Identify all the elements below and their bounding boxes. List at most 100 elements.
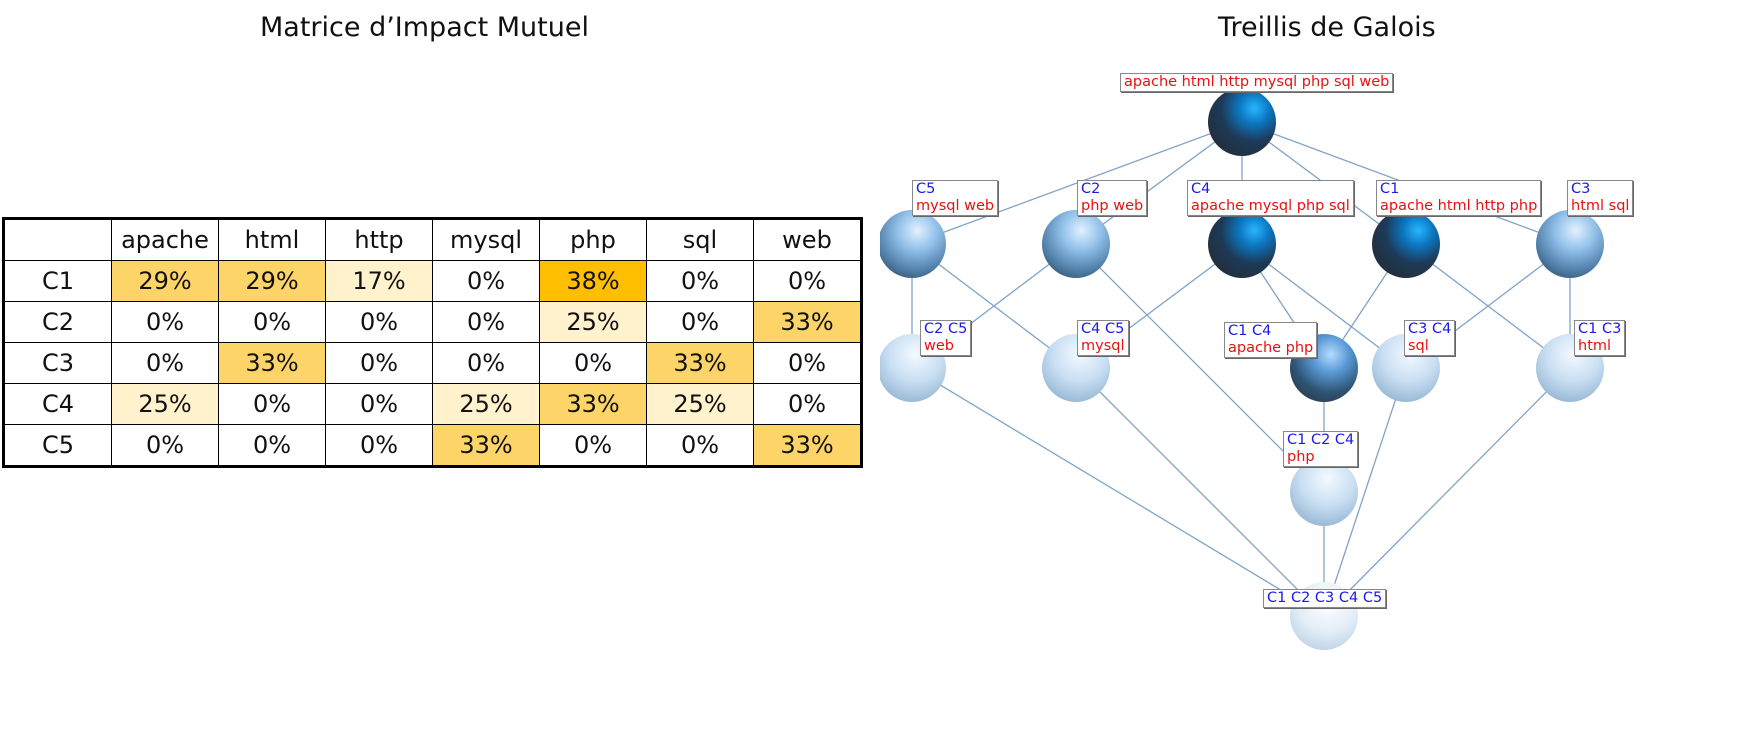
matrix-cell-c1-sql: 0%	[646, 260, 754, 302]
column-header-http: http	[325, 218, 433, 261]
matrix-cell-c2-http: 0%	[325, 301, 433, 343]
matrix-cell-c4-web: 0%	[753, 383, 862, 425]
matrix-cell-c1-http: 17%	[325, 260, 433, 302]
concept-intent: sql	[1408, 338, 1429, 354]
concept-node-c5[interactable]	[880, 210, 946, 278]
matrix-cell-c3-sql: 33%	[646, 342, 754, 384]
matrix-cell-c3-apache: 0%	[111, 342, 219, 384]
concept-extent: C1 C2 C3 C4 C5	[1267, 590, 1383, 606]
matrix-cell-c3-html: 33%	[218, 342, 326, 384]
edge-top-c2	[1075, 121, 1243, 245]
column-header-apache: apache	[111, 218, 219, 261]
matrix-cell-c5-php: 0%	[539, 424, 647, 467]
concept-extent: C5	[916, 181, 936, 197]
matrix-cell-c4-apache: 25%	[111, 383, 219, 425]
concept-intent: apache php	[1228, 340, 1314, 356]
concept-label-bottom: C1 C2 C3 C4 C5	[1263, 589, 1387, 608]
concept-extent: C1 C4	[1228, 323, 1272, 339]
concept-intent: apache html http mysql php sql web	[1124, 74, 1390, 90]
matrix-title: Matrice d’Impact Mutuel	[260, 12, 589, 43]
row-header-c3: C3	[3, 342, 112, 384]
edge-c1c3-bottom	[1323, 367, 1571, 617]
matrix-cell-c3-php: 0%	[539, 342, 647, 384]
matrix-cell-c1-apache: 29%	[111, 260, 219, 302]
matrix-cell-c5-web: 33%	[753, 424, 862, 467]
concept-node-c1c2c4[interactable]	[1290, 458, 1358, 526]
concept-node-top[interactable]	[1208, 88, 1276, 156]
concept-intent: php	[1287, 449, 1315, 465]
matrix-cell-c1-php: 38%	[539, 260, 647, 302]
matrix-cell-c1-web: 0%	[753, 260, 862, 302]
matrix-cell-c3-http: 0%	[325, 342, 433, 384]
matrix-cell-c2-php: 25%	[539, 301, 647, 343]
concept-node-c4[interactable]	[1208, 210, 1276, 278]
galois-lattice	[880, 88, 1604, 650]
concept-node-c3[interactable]	[1536, 210, 1604, 278]
row-header-c4: C4	[3, 383, 112, 425]
matrix-cell-c4-http: 0%	[325, 383, 433, 425]
row-header-c1: C1	[3, 260, 112, 302]
matrix-cell-c4-html: 0%	[218, 383, 326, 425]
concept-intent: html	[1578, 338, 1612, 354]
matrix-cell-c2-apache: 0%	[111, 301, 219, 343]
matrix-cell-c2-html: 0%	[218, 301, 326, 343]
concept-intent: web	[924, 338, 954, 354]
concept-extent: C4	[1191, 181, 1211, 197]
matrix-cell-c1-html: 29%	[218, 260, 326, 302]
concept-label-top: apache html http mysql php sql web	[1120, 73, 1394, 92]
concept-extent: C2	[1081, 181, 1101, 197]
concept-intent: html sql	[1571, 198, 1630, 214]
concept-extent: C3 C4	[1408, 321, 1452, 337]
column-header-html: html	[218, 218, 326, 261]
concept-intent: mysql	[1081, 338, 1125, 354]
concept-extent: C2 C5	[924, 321, 968, 337]
row-header-c5: C5	[3, 424, 112, 467]
concept-node-c1[interactable]	[1372, 210, 1440, 278]
matrix-corner-cell	[3, 218, 112, 261]
concept-intent: apache html http php	[1380, 198, 1538, 214]
concept-intent: apache mysql php sql	[1191, 198, 1350, 214]
matrix-cell-c1-mysql: 0%	[432, 260, 540, 302]
concept-extent: C4 C5	[1081, 321, 1125, 337]
matrix-cell-c4-mysql: 25%	[432, 383, 540, 425]
edge-c3c4-bottom	[1323, 367, 1407, 617]
lattice-title: Treillis de Galois	[1218, 12, 1436, 43]
column-header-mysql: mysql	[432, 218, 540, 261]
concept-extent: C1 C3	[1578, 321, 1622, 337]
matrix-cell-c5-apache: 0%	[111, 424, 219, 467]
row-header-c2: C2	[3, 301, 112, 343]
edge-c2c5-bottom	[911, 367, 1325, 617]
edge-c2-c1c2c4	[1075, 243, 1325, 493]
matrix-cell-c5-http: 0%	[325, 424, 433, 467]
edge-c4c5-bottom	[1075, 367, 1325, 617]
concept-node-c2[interactable]	[1042, 210, 1110, 278]
matrix-cell-c5-html: 0%	[218, 424, 326, 467]
matrix-cell-c2-web: 33%	[753, 301, 862, 343]
matrix-cell-c4-sql: 25%	[646, 383, 754, 425]
edge-c4-c3c4	[1241, 243, 1407, 369]
concept-intent: php web	[1081, 198, 1144, 214]
matrix-cell-c5-mysql: 33%	[432, 424, 540, 467]
concept-extent: C3	[1571, 181, 1591, 197]
column-header-sql: sql	[646, 218, 754, 261]
column-header-php: php	[539, 218, 647, 261]
concept-intent: mysql web	[916, 198, 995, 214]
